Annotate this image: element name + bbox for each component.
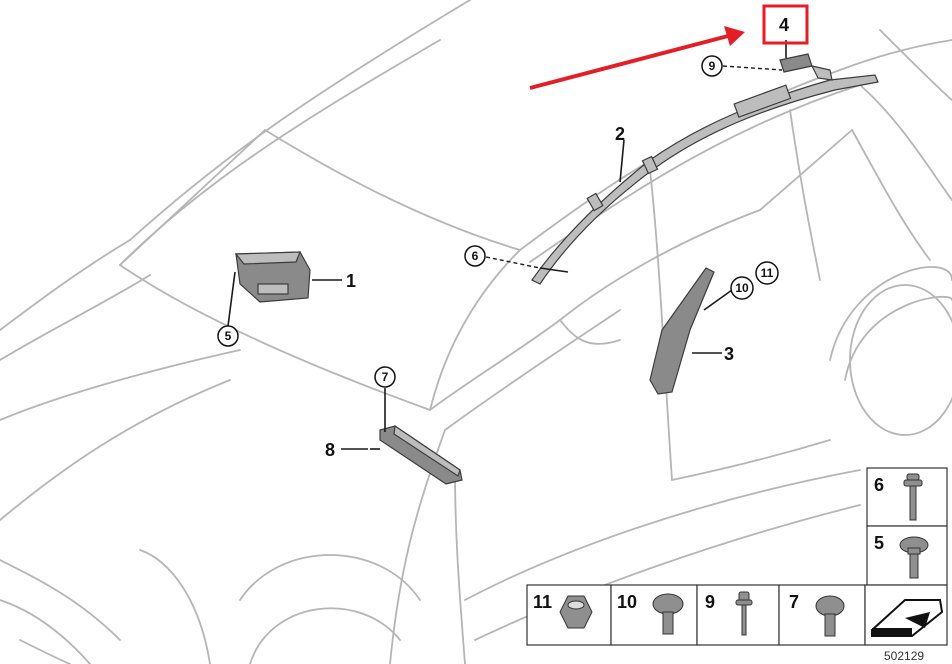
nut-icon-11 <box>559 595 593 629</box>
rivet-icon-9 <box>735 591 753 636</box>
svg-text:10: 10 <box>735 281 749 295</box>
callout-7[interactable]: 7 <box>374 366 396 388</box>
highlight-box <box>762 4 809 45</box>
legend-label-9: 9 <box>705 592 715 612</box>
callout-8[interactable]: 8 <box>325 440 335 460</box>
catalog-number: 502129 <box>884 649 924 663</box>
callout-1[interactable]: 1 <box>346 271 356 291</box>
callout-11[interactable]: 11 <box>755 261 779 285</box>
legend-label-5: 5 <box>874 533 884 553</box>
curtain-airbag[interactable] <box>531 74 879 285</box>
legend-label-11: 11 <box>533 592 552 612</box>
legend-label-10: 10 <box>617 592 637 612</box>
fastener-legend: 6 5 11 10 9 <box>526 467 948 646</box>
leader-lines <box>227 40 787 450</box>
screw-icon-5 <box>899 536 929 579</box>
callout-9[interactable]: 9 <box>701 55 723 77</box>
callout-4[interactable]: 4 <box>779 15 789 35</box>
screw-icon-10 <box>652 593 684 635</box>
knee-airbag[interactable] <box>234 251 311 303</box>
svg-text:11: 11 <box>761 266 774 280</box>
svg-text:6: 6 <box>472 249 479 263</box>
bolt-icon-6 <box>903 473 923 521</box>
highlight-arrow <box>529 26 745 90</box>
callout-5[interactable]: 5 <box>217 325 239 347</box>
legend-label-6: 6 <box>874 475 884 495</box>
overview-arrow-icon <box>871 599 944 637</box>
svg-text:5: 5 <box>225 329 232 343</box>
legend-box-9[interactable] <box>696 584 780 646</box>
svg-text:7: 7 <box>382 370 389 384</box>
airbag-bracket[interactable] <box>779 53 833 81</box>
legend-label-7: 7 <box>789 592 799 612</box>
svg-text:9: 9 <box>709 59 716 73</box>
callout-10[interactable]: 10 <box>730 276 754 300</box>
callout-3[interactable]: 3 <box>724 344 734 364</box>
legend-box-5[interactable] <box>866 525 948 586</box>
passenger-airbag[interactable] <box>379 424 463 485</box>
callout-2[interactable]: 2 <box>615 124 625 144</box>
pillar-trim[interactable] <box>649 267 715 395</box>
legend-box-7[interactable] <box>778 584 866 646</box>
legend-box-10[interactable] <box>610 584 698 646</box>
callout-6[interactable]: 6 <box>464 245 486 267</box>
screw-icon-7 <box>815 595 845 637</box>
